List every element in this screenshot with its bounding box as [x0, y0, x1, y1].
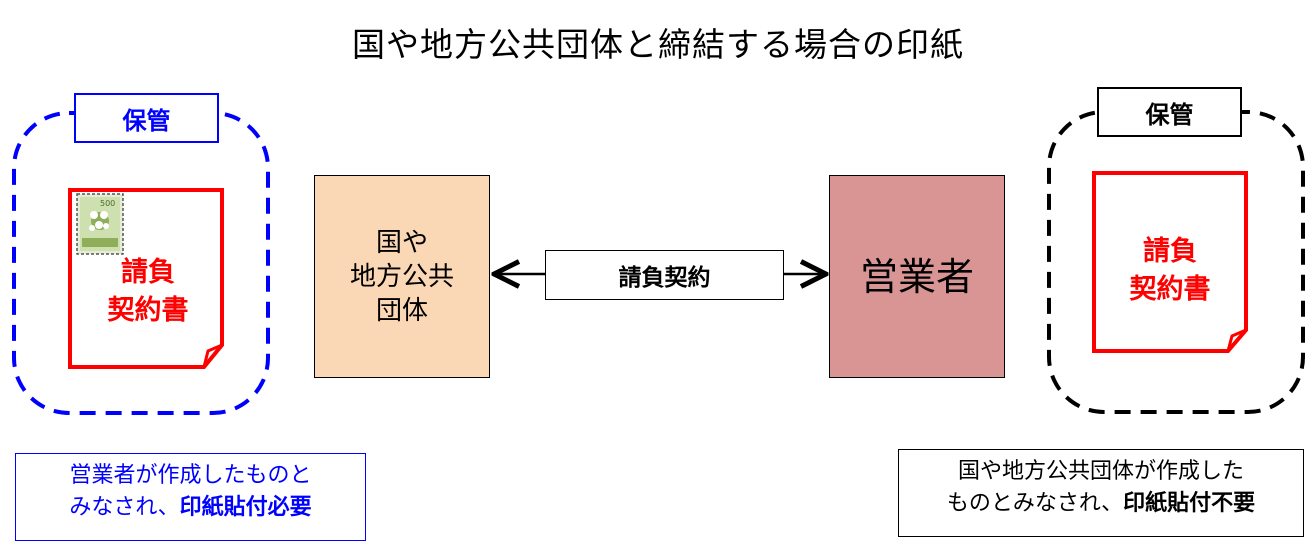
right-document-fold	[1226, 328, 1247, 352]
right-document-line2: 契約書	[1129, 274, 1211, 305]
right-storage-region	[1047, 110, 1305, 414]
left-note: 営業者が作成したものと みなされ、印紙貼付必要	[15, 453, 366, 541]
left-document-fold	[202, 343, 223, 368]
right-document-outline	[1092, 171, 1248, 353]
right-document-title: 請負 契約書	[1096, 233, 1244, 309]
right-document-line1: 請負	[1143, 236, 1197, 267]
revenue-stamp-icon	[76, 193, 124, 255]
page-title: 国や地方公共団体と締結する場合の印紙	[352, 25, 964, 64]
left-document-line2: 契約書	[107, 295, 189, 326]
right-note-line2: ものとみなされ、印紙貼付不要	[899, 488, 1303, 520]
right-note-line2-prefix: ものとみなされ、	[946, 491, 1124, 516]
contractor-box: 営業者	[829, 175, 1005, 378]
government-box: 国や 地方公共 団体	[314, 175, 490, 378]
right-note-line1: 国や地方公共団体が作成した	[957, 459, 1244, 484]
left-document-line1: 請負	[121, 257, 175, 288]
left-storage-region	[12, 111, 270, 415]
stamp-value: 500	[100, 199, 116, 208]
left-document-title: 請負 契約書	[78, 254, 218, 330]
left-note-line1: 営業者が作成したものと	[69, 463, 312, 488]
left-storage-label: 保管	[74, 93, 219, 143]
contract-label: 請負契約	[545, 250, 784, 300]
right-storage-label: 保管	[1097, 87, 1242, 137]
government-line3: 団体	[375, 295, 428, 326]
government-line1: 国や	[375, 227, 428, 258]
right-note-line2-bold: 印紙貼付不要	[1123, 491, 1256, 516]
government-line2: 地方公共	[349, 261, 454, 292]
left-note-line2: みなされ、印紙貼付必要	[16, 492, 365, 524]
left-note-line2-prefix: みなされ、	[69, 495, 180, 520]
right-note: 国や地方公共団体が作成した ものとみなされ、印紙貼付不要	[898, 449, 1304, 537]
left-note-line2-bold: 印紙貼付必要	[179, 495, 312, 520]
